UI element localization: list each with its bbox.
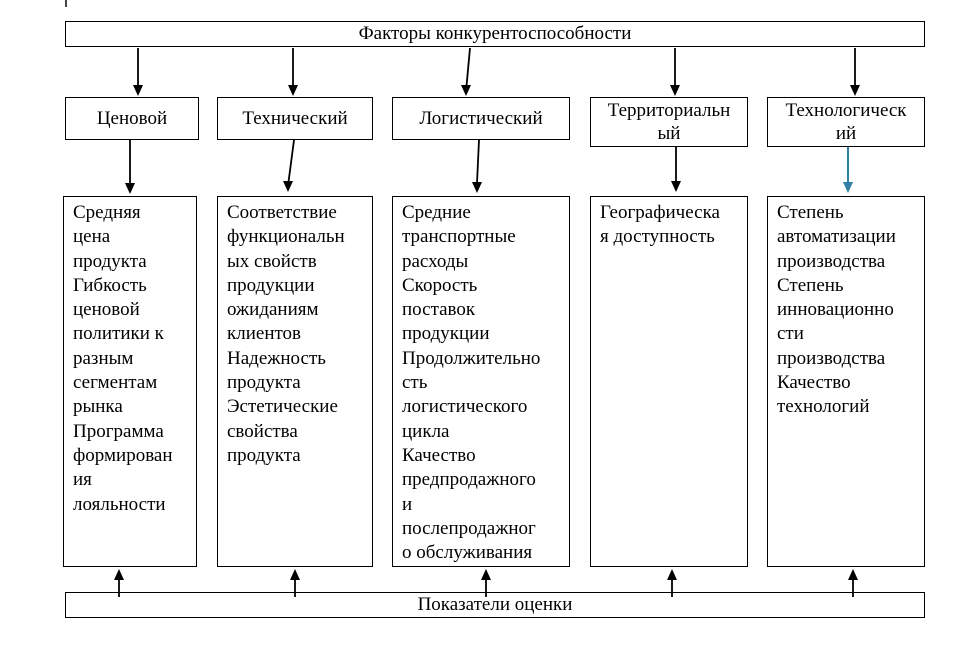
arrow-price-to-indicators bbox=[125, 140, 135, 194]
indicators-text: Соответствие функциональн ых свойств про… bbox=[227, 202, 345, 466]
title-text: Факторы конкурентоспособности bbox=[358, 23, 632, 44]
arrow-technical-to-indicators bbox=[283, 139, 295, 192]
indicators-text: Степень автоматизации производства Степе… bbox=[777, 202, 896, 418]
factor-label: Технологическ ий bbox=[785, 100, 907, 144]
indicators-box-technological: Степень автоматизации производства Степе… bbox=[767, 196, 925, 567]
factor-box-technological: Технологическ ий bbox=[767, 97, 925, 147]
indicators-box-technical: Соответствие функциональн ых свойств про… bbox=[217, 196, 373, 567]
factor-box-logistic: Логистический bbox=[392, 97, 570, 140]
factor-label: Логистический bbox=[419, 108, 543, 129]
factor-label: Ценовой bbox=[96, 108, 168, 129]
arrow-title-to-logistic bbox=[461, 47, 471, 96]
indicators-box-logistic: Средние транспортные расходы Скорость по… bbox=[392, 196, 570, 567]
arrow-technological-to-indicators bbox=[843, 147, 853, 193]
factor-box-technical: Технический bbox=[217, 97, 373, 140]
arrow-title-to-price bbox=[133, 48, 143, 96]
title-box: Факторы конкурентоспособности bbox=[65, 21, 925, 47]
arrow-title-to-territorial bbox=[670, 48, 680, 96]
stray-cursor-mark bbox=[65, 0, 67, 7]
indicators-box-territorial: Географическа я доступность bbox=[590, 196, 748, 567]
indicators-text: Средние транспортные расходы Скорость по… bbox=[402, 202, 541, 564]
indicators-text: Географическа я доступность bbox=[600, 202, 720, 248]
arrow-territorial-to-indicators bbox=[671, 147, 681, 192]
arrow-title-to-technical bbox=[288, 48, 298, 96]
factor-box-territorial: Территориальн ый bbox=[590, 97, 748, 147]
indicators-text: Средняя цена продукта Гибкость ценовой п… bbox=[73, 202, 173, 515]
footer-text: Показатели оценки bbox=[417, 594, 573, 615]
factor-label: Технический bbox=[242, 108, 348, 129]
factor-box-price: Ценовой bbox=[65, 97, 199, 140]
arrow-title-to-technological bbox=[850, 48, 860, 96]
factor-label: Территориальн ый bbox=[607, 100, 731, 144]
footer-box: Показатели оценки bbox=[65, 592, 925, 618]
arrow-logistic-to-indicators bbox=[472, 139, 482, 193]
indicators-box-price: Средняя цена продукта Гибкость ценовой п… bbox=[63, 196, 197, 567]
